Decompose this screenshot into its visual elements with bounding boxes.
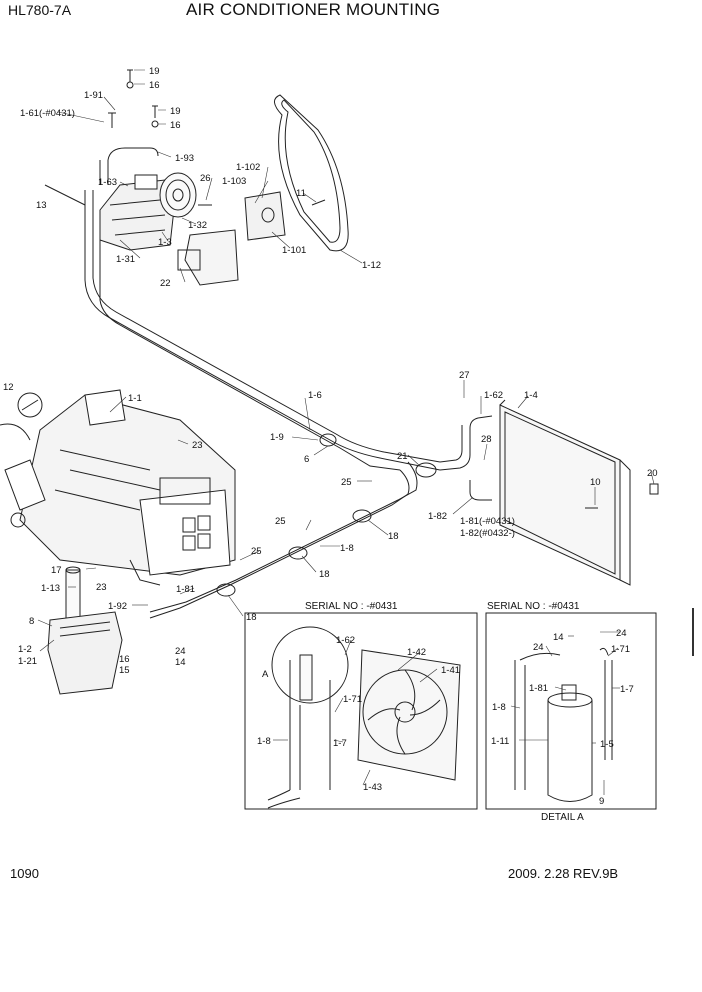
callout: 12 — [3, 382, 14, 393]
callout: 18 — [388, 531, 399, 542]
callout: 1-4 — [524, 390, 538, 401]
callout: 24 — [533, 642, 544, 653]
hvac-unit — [0, 389, 236, 586]
callout: 1-81(-#0431) — [460, 516, 515, 527]
callout: 1-12 — [362, 260, 381, 271]
callout: 1-8 — [340, 543, 354, 554]
callout: 10 — [590, 477, 601, 488]
pulley-unit — [244, 191, 326, 241]
callout: 1-71 — [343, 694, 362, 705]
callout: 23 — [96, 582, 107, 593]
callout: 1-11 — [491, 736, 509, 747]
callout: 21 — [397, 451, 408, 462]
callout: 1-41 — [441, 665, 460, 676]
callout: 25 — [341, 477, 352, 488]
callout: 17 — [51, 565, 62, 576]
callout: 1-62 — [336, 635, 355, 646]
callout: 1-62 — [484, 390, 503, 401]
callout: 16 — [149, 80, 160, 91]
callout: 11 — [296, 188, 306, 199]
callout: 1-103 — [222, 176, 246, 187]
condenser — [499, 399, 659, 586]
callout: 24 — [175, 646, 186, 657]
callout: 6 — [304, 454, 309, 465]
callout: 18 — [246, 612, 257, 623]
callout: 1-9 — [270, 432, 284, 443]
detail-box-right — [485, 612, 657, 810]
callout: 27 — [459, 370, 470, 381]
callout: 1-81 — [529, 683, 548, 694]
model-code: HL780-7A — [8, 2, 72, 18]
compressor-assembly — [44, 69, 239, 286]
callout: 16 — [170, 120, 181, 131]
refrigerant-hoses — [84, 190, 493, 619]
callout: 1-63 — [98, 177, 117, 188]
callout: 1-8 — [257, 736, 271, 747]
callout: 1-32 — [188, 220, 207, 231]
callout: 1-43 — [363, 782, 382, 793]
serial-label-left: SERIAL NO : -#0431 — [305, 601, 398, 612]
callout: 1-61(-#0431) — [20, 108, 75, 119]
callout: 1-6 — [308, 390, 322, 401]
callout: 1-1 — [128, 393, 142, 404]
callout: 1-81 — [176, 584, 195, 595]
callout: 1-5 — [600, 739, 614, 750]
callout: 14 — [175, 657, 186, 668]
callout: 25 — [275, 516, 286, 527]
callout: 23 — [192, 440, 203, 451]
callout: 14 — [553, 632, 564, 643]
callout: 15 — [119, 665, 130, 676]
callout: 20 — [647, 468, 658, 479]
callout: 1-2 — [18, 644, 32, 655]
page-title: AIR CONDITIONER MOUNTING — [186, 0, 441, 19]
callout: 8 — [29, 616, 34, 627]
callout: 1-21 — [18, 656, 37, 667]
callout: 1-13 — [41, 583, 60, 594]
page-header: HL780-7A AIR CONDITIONER MOUNTING — [0, 0, 702, 24]
callout: 1-93 — [175, 153, 194, 164]
callout: 1-7 — [333, 738, 347, 749]
receiver-drier — [547, 684, 593, 802]
revision-date: 2009. 2.28 REV.9B — [508, 866, 619, 881]
callout: A — [262, 669, 269, 680]
callout: 22 — [160, 278, 171, 289]
fan-shroud — [357, 649, 461, 781]
callout: 1-91 — [84, 90, 103, 101]
drive-belt — [274, 94, 349, 252]
callout: 25 — [251, 546, 262, 557]
callout: 19 — [170, 106, 181, 117]
callout: 19 — [149, 66, 160, 77]
callout: 1-102 — [236, 162, 260, 173]
callout: 26 — [200, 173, 211, 184]
callout: 28 — [481, 434, 492, 445]
callout: 24 — [616, 628, 627, 639]
callout: 13 — [36, 200, 47, 211]
section-tab-mark — [692, 608, 702, 656]
control-panel — [47, 611, 123, 695]
callout: 1-42 — [407, 647, 426, 658]
callout: 1-92 — [108, 601, 127, 612]
callout: 1-82 — [428, 511, 447, 522]
callout: 1-3 — [158, 237, 172, 248]
callout: 1-101 — [282, 245, 306, 256]
callout: 9 — [599, 796, 604, 807]
page-number: 1090 — [10, 866, 39, 881]
callout: 1-7 — [620, 684, 634, 695]
serial-label-right: SERIAL NO : -#0431 — [487, 601, 580, 612]
callout: 1-82(#0432-) — [460, 528, 515, 539]
callout: 18 — [319, 569, 330, 580]
detail-a-label: DETAIL A — [541, 812, 584, 823]
callout: 1-8 — [492, 702, 506, 713]
callout: 16 — [119, 654, 130, 665]
detail-box-left — [244, 612, 478, 810]
callout: 1-31 — [116, 254, 135, 265]
callout: 1-71 — [611, 644, 630, 655]
